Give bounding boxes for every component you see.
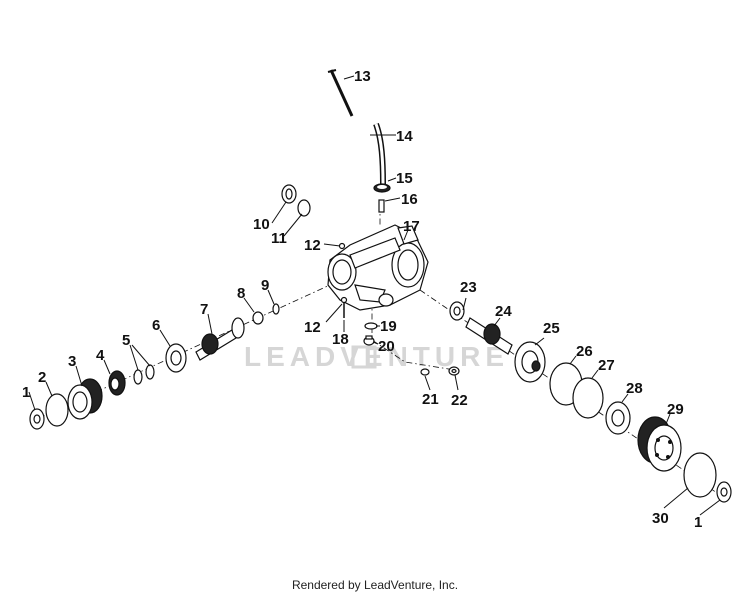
- callout-14: 14: [396, 128, 413, 145]
- callout-15: 15: [396, 170, 413, 187]
- callout-24: 24: [495, 303, 512, 320]
- part-16-fitting: [378, 199, 385, 213]
- callout-12-bottom: 12: [304, 319, 321, 336]
- part-3-bearing-cap: [67, 378, 103, 420]
- callout-25: 25: [543, 320, 560, 337]
- part-22-washer: [448, 366, 460, 376]
- callout-27: 27: [598, 357, 615, 374]
- callout-19: 19: [380, 318, 397, 335]
- part-23-seal: [449, 301, 465, 321]
- callout-6: 6: [152, 317, 160, 334]
- part-29-bearing-cap: [637, 416, 682, 472]
- part-17-gearbox-housing: [327, 224, 429, 311]
- callout-8: 8: [237, 285, 245, 302]
- part-15-clamp: [373, 183, 391, 193]
- callout-1-right: 1: [694, 514, 702, 531]
- callout-9: 9: [261, 277, 269, 294]
- callout-13: 13: [354, 68, 371, 85]
- part-25-gear: [514, 341, 546, 383]
- part-4-bearing: [108, 370, 126, 396]
- callout-2: 2: [38, 369, 46, 386]
- callout-23: 23: [460, 279, 477, 296]
- callout-5: 5: [122, 332, 130, 349]
- part-1-nut-right: [716, 481, 732, 503]
- part-7-input-shaft: [195, 317, 245, 361]
- callout-10: 10: [253, 216, 270, 233]
- callout-3: 3: [68, 353, 76, 370]
- part-20-plug: [363, 335, 375, 346]
- callout-26: 26: [576, 343, 593, 360]
- part-19-washer: [364, 322, 378, 330]
- leader-lines: [28, 75, 721, 516]
- callout-16: 16: [401, 191, 418, 208]
- callout-30: 30: [652, 510, 669, 527]
- callout-29: 29: [667, 401, 684, 418]
- part-28-bearing: [605, 401, 631, 435]
- part-10-cap: [281, 184, 297, 204]
- callout-20: 20: [378, 338, 395, 355]
- callout-11: 11: [271, 230, 287, 247]
- part-1-nut-left: [29, 408, 45, 430]
- callout-4: 4: [96, 347, 105, 364]
- part-21-plug: [420, 368, 430, 376]
- part-6-bearing: [165, 343, 187, 373]
- watermark-text: LEADVENTURE: [244, 341, 509, 372]
- part-14-breather-tube: [373, 122, 386, 185]
- callout-12-top: 12: [304, 237, 321, 254]
- callout-28: 28: [626, 380, 643, 397]
- callout-22: 22: [451, 392, 468, 409]
- part-8-spacer: [252, 311, 264, 325]
- part-30-ring-right: [683, 452, 717, 498]
- part-13-dipstick: [327, 69, 354, 117]
- callout-7: 7: [200, 301, 208, 318]
- callout-18: 18: [332, 331, 349, 348]
- part-27-ring: [572, 377, 604, 419]
- callout-17: 17: [403, 218, 420, 235]
- part-9-ring: [272, 303, 280, 315]
- part-2-ring-left: [45, 393, 69, 427]
- part-24-output-shaft: [465, 317, 513, 355]
- part-11-o-ring: [297, 199, 311, 217]
- watermark: LEADVENTURE: [244, 341, 509, 372]
- callout-21: 21: [422, 391, 439, 408]
- callout-labels: 1 2 3 4 5 6 7 8 9 10 11 12 12 13 14 15 1…: [22, 68, 702, 531]
- callout-1-left: 1: [22, 384, 30, 401]
- footer-credit: Rendered by LeadVenture, Inc.: [291, 578, 459, 592]
